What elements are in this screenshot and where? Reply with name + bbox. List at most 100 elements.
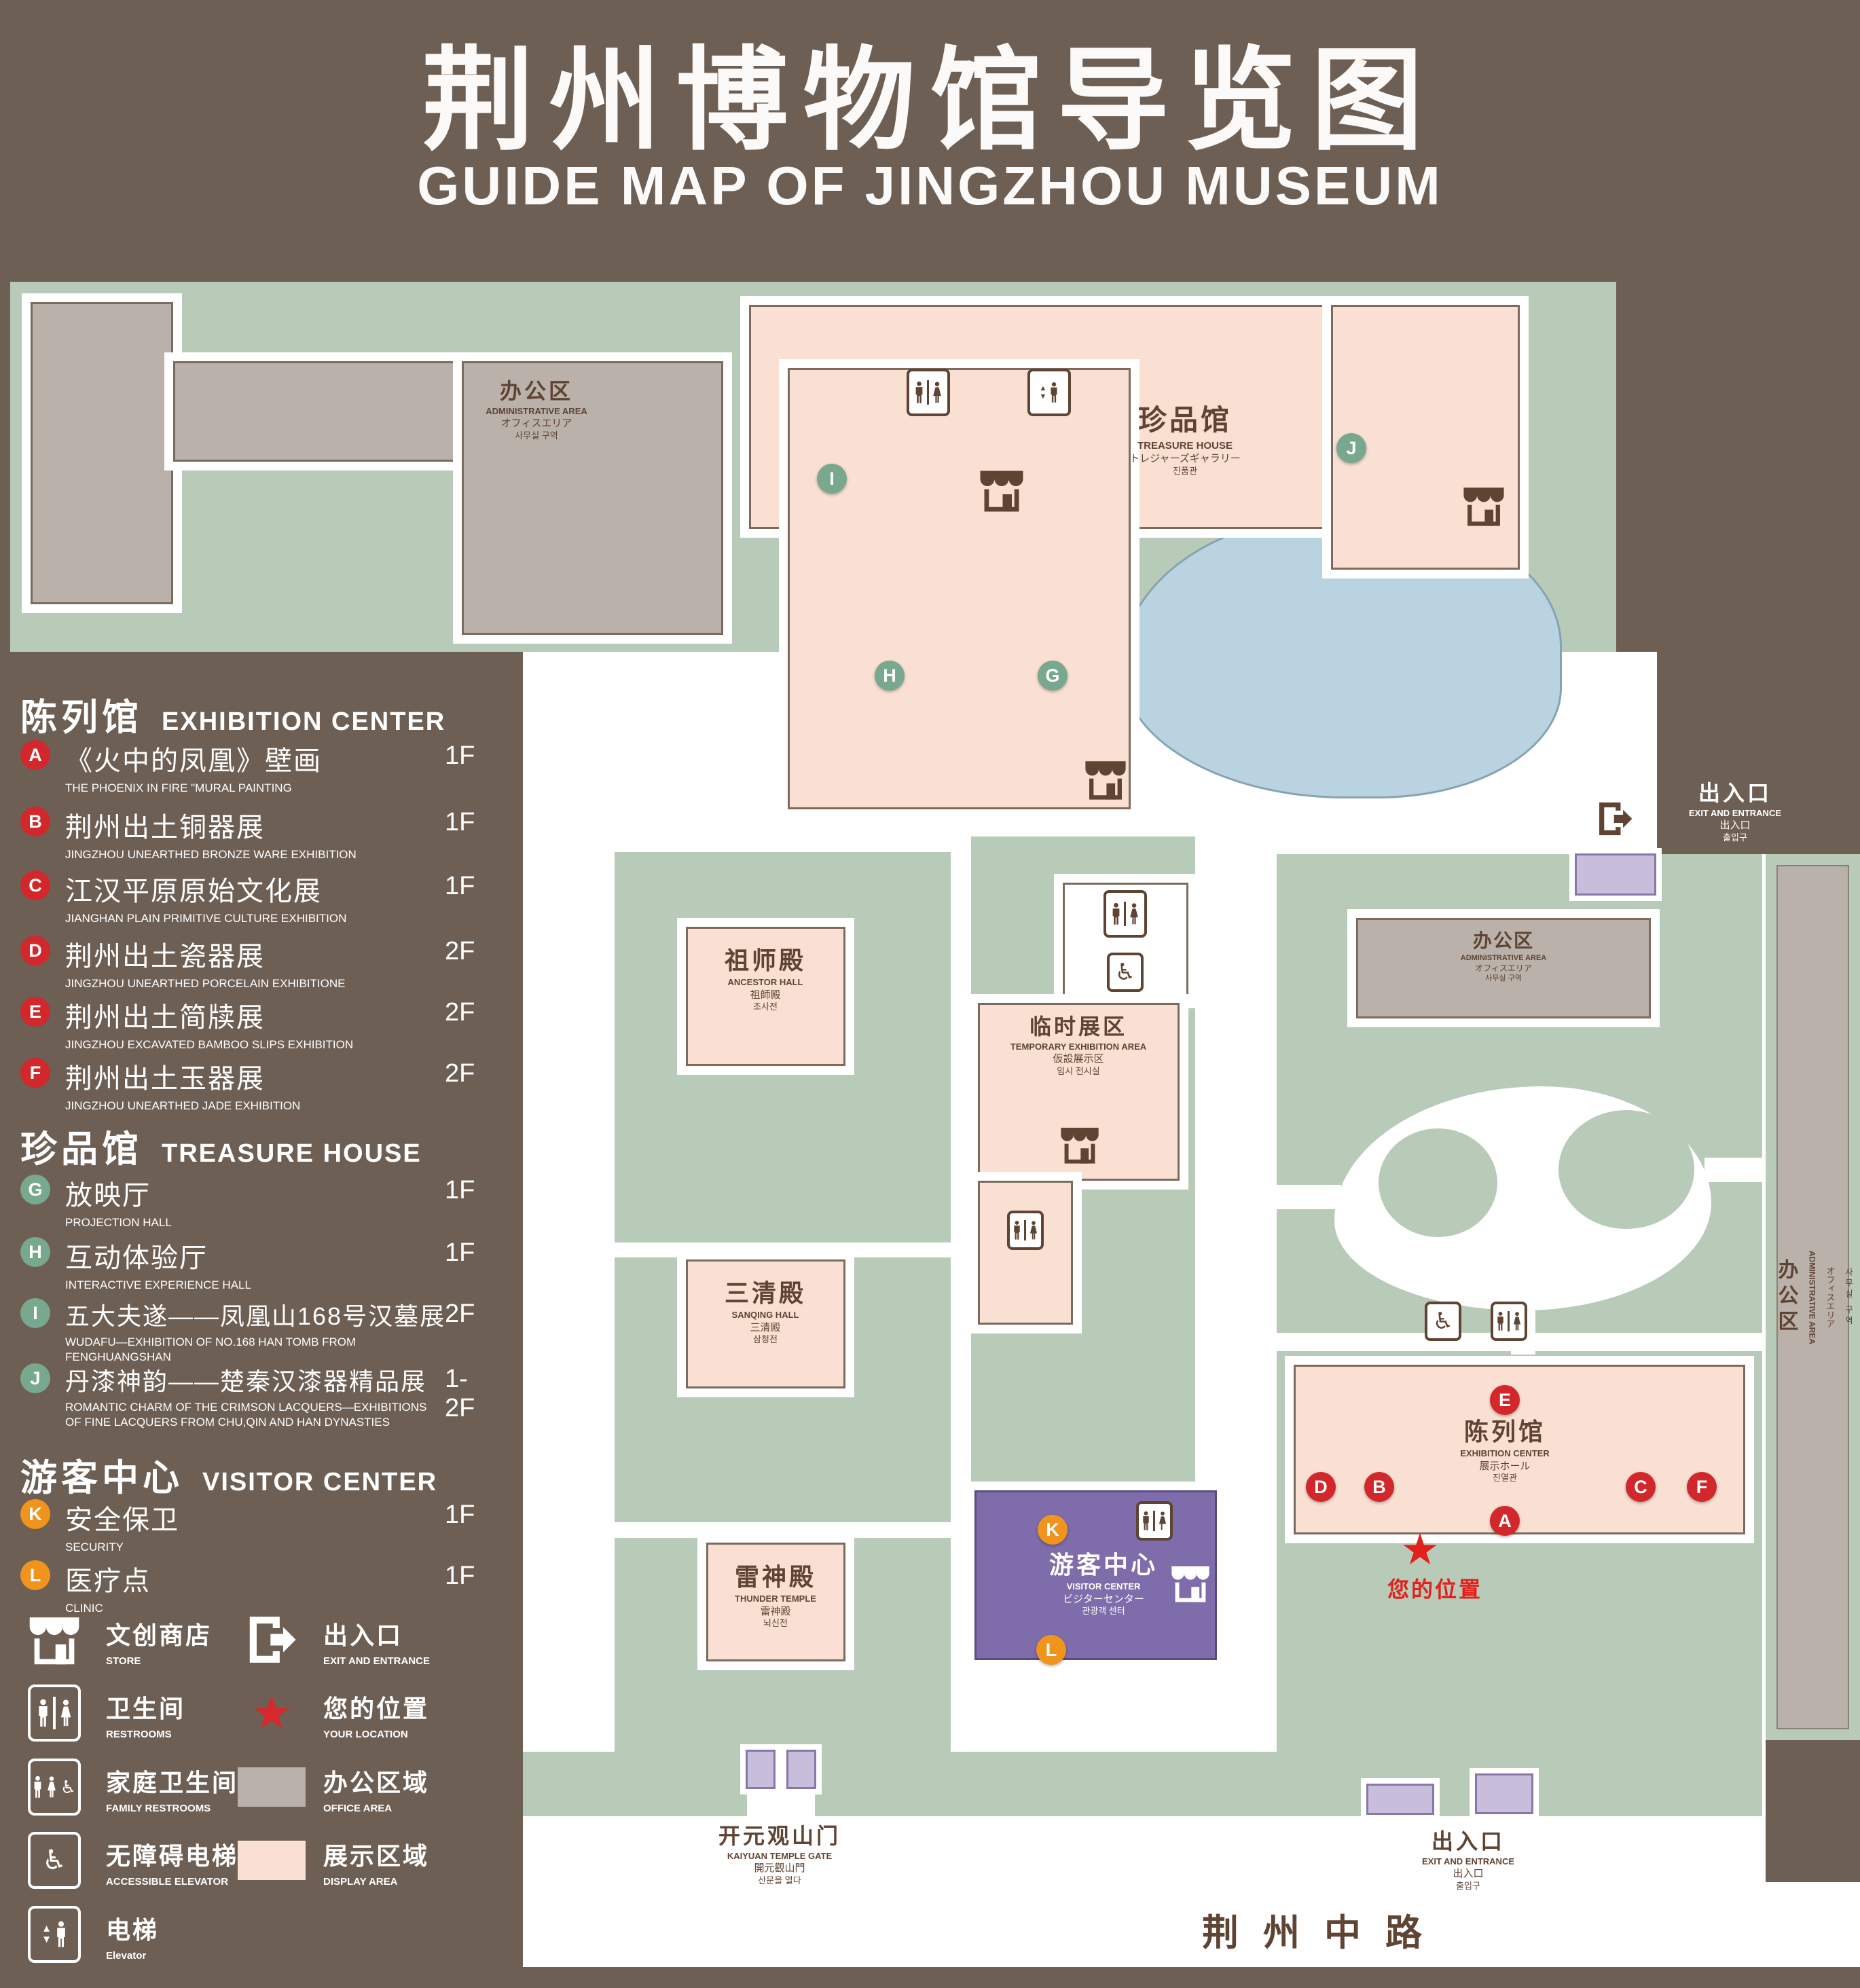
item-floor: 2F	[445, 998, 475, 1027]
admin-top-label: 办公区 ADMINISTRATIVE AREA オフィスエリア 사무실 구역	[486, 378, 587, 442]
legend-item-b: B 荆州出土铜器展 JINGZHOU UNEARTHED BRONZE WARE…	[20, 805, 489, 862]
building-exit-right	[1575, 853, 1656, 896]
symbol-label-zh: 展示区域	[323, 1842, 430, 1870]
symbol-label-en: FAMILY RESTROOMS	[106, 1803, 211, 1814]
label-zh: 出入口	[1431, 1829, 1505, 1854]
symbol-label-en: RESTROOMS	[106, 1729, 172, 1740]
garden-lawn-island	[1558, 1110, 1694, 1229]
label-ko: 출입구	[1456, 1880, 1480, 1891]
lawn-bottom-left	[523, 1752, 747, 1816]
legend-section-exhibition-center: 陈列馆 EXHIBITION CENTER	[20, 687, 445, 741]
accessible-elevator-icon: ♿	[20, 1831, 88, 1890]
store-icon	[1169, 1564, 1212, 1603]
item-badge: L	[20, 1560, 50, 1590]
item-title-zh: 丹漆神韵——楚秦汉漆器精品展	[65, 1367, 427, 1395]
legend-item-i: I 五大夫遂——凤凰山168号汉墓展 WUDAFU—EXHIBITION OF …	[20, 1297, 489, 1365]
building-exit-bottom-west	[1366, 1784, 1434, 1815]
section-title-en: TREASURE HOUSE	[162, 1139, 422, 1168]
building-kaiyuan-gate-west	[746, 1750, 776, 1789]
label-ja: 開元觀山門	[754, 1862, 805, 1875]
arrow-down-icon: ▼	[1039, 392, 1047, 401]
display-area-swatch	[238, 1831, 306, 1890]
item-floor: 1F	[445, 1562, 475, 1590]
label-zh: 雷神殿	[734, 1563, 817, 1591]
building-exit-bottom-east	[1475, 1773, 1533, 1814]
label-ja: 祖師殿	[750, 989, 781, 1001]
label-zh: 办公区	[1774, 1258, 1798, 1336]
item-floor: 1F	[445, 741, 475, 770]
symbol-label-en: DISPLAY AREA	[323, 1876, 398, 1888]
building-admin-right	[1356, 918, 1651, 1018]
label-ja: オフィスエリア	[500, 418, 572, 430]
symbol-label-en: STORE	[106, 1655, 141, 1667]
symbol-label-zh: 无障碍电梯	[106, 1842, 239, 1870]
map-marker-e: E	[1490, 1385, 1520, 1415]
map-marker-a: A	[1490, 1506, 1520, 1536]
label-zh: 开元观山门	[718, 1824, 841, 1848]
store-icon	[20, 1610, 88, 1669]
exit-icon	[238, 1610, 306, 1669]
label-en: SANQING HALL	[731, 1309, 799, 1320]
arrow-up-icon: ▲	[1039, 384, 1047, 392]
item-badge: C	[20, 870, 50, 900]
map-marker-j: J	[1336, 433, 1366, 463]
label-ja: 展示ホール	[1479, 1460, 1531, 1472]
label-ko: 조사전	[753, 1001, 778, 1012]
exit-bottom-label: 出入口 EXIT AND ENTRANCE 出入口 출입구	[1422, 1828, 1514, 1892]
label-ja: 出入口	[1719, 820, 1751, 832]
item-badge: H	[20, 1237, 50, 1267]
store-icon	[1058, 1125, 1101, 1164]
label-en: VISITOR CENTER	[1066, 1581, 1141, 1591]
label-en: EXHIBITION CENTER	[1460, 1448, 1550, 1458]
your-location-text: 您的位置	[1387, 1577, 1483, 1602]
office-area-swatch	[238, 1758, 306, 1816]
accessible-restroom-icon: ♿	[1107, 953, 1144, 992]
label-zh: 出入口	[1698, 781, 1772, 805]
label-ja: 仮設展示区	[1053, 1053, 1104, 1065]
legend-item-c: C 江汉平原原始文化展 JIANGHAN PLAIN PRIMITIVE CUL…	[20, 869, 489, 926]
symbol-label-en: OFFICE AREA	[323, 1803, 393, 1814]
label-ja: 雷神殿	[760, 1605, 791, 1617]
family-restroom-icon: ♿	[20, 1758, 88, 1816]
item-floor: 1F	[445, 872, 475, 900]
label-ja: オフィスエリア	[1825, 1266, 1836, 1328]
item-floor: 1F	[445, 1176, 475, 1204]
page-subtitle: GUIDE MAP OF JINGZHOU MUSEUM	[417, 155, 1443, 216]
item-title-zh: 荆州出土玉器展	[65, 1064, 265, 1094]
section-title-zh: 珍品馆	[20, 1129, 143, 1170]
section-title-en: EXHIBITION CENTER	[162, 707, 446, 736]
label-ko: 진품관	[1173, 465, 1197, 476]
item-floor: 1F	[445, 1238, 475, 1267]
item-title-en: JIANGHAN PLAIN PRIMITIVE CULTURE EXHIBIT…	[65, 912, 347, 925]
map-ground-notch	[1657, 652, 1860, 854]
label-ko: 출입구	[1723, 832, 1747, 843]
label-ja: オフィスエリア	[1475, 963, 1532, 973]
item-title-en: CLINIC	[65, 1602, 103, 1615]
label-ko: 진열관	[1493, 1473, 1517, 1484]
legend-item-e: E 荆州出土简牍展 JINGZHOU EXCAVATED BAMBOO SLIP…	[20, 995, 489, 1052]
symbol-label-zh: 卫生间	[106, 1695, 186, 1723]
item-badge: A	[20, 740, 50, 770]
map-marker-h: H	[875, 661, 905, 691]
symbol-label-en: ACCESSIBLE ELEVATOR	[106, 1876, 229, 1888]
building-temporary-exhibition-annex	[978, 1181, 1073, 1325]
map-marker-k: K	[1038, 1515, 1068, 1545]
section-title-zh: 陈列馆	[20, 697, 143, 738]
building-thunder-temple	[706, 1543, 845, 1661]
item-floor: 1F	[445, 1501, 475, 1529]
label-zh: 三清殿	[724, 1279, 807, 1307]
label-en: ADMINISTRATIVE AREA	[1807, 1250, 1817, 1344]
label-ja: 三清殿	[750, 1321, 781, 1333]
section-title-zh: 游客中心	[20, 1458, 183, 1498]
exit-right-label: 出入口 EXIT AND ENTRANCE 出入口 출입구	[1689, 779, 1781, 844]
label-zh: 游客中心	[1048, 1551, 1159, 1579]
item-floor: 1F	[445, 808, 475, 836]
label-ko: 사무실 구역	[515, 430, 558, 441]
map-marker-i: I	[817, 464, 847, 494]
restroom-icon	[1104, 890, 1147, 938]
accessible-elevator-icon: ♿	[1425, 1302, 1461, 1341]
